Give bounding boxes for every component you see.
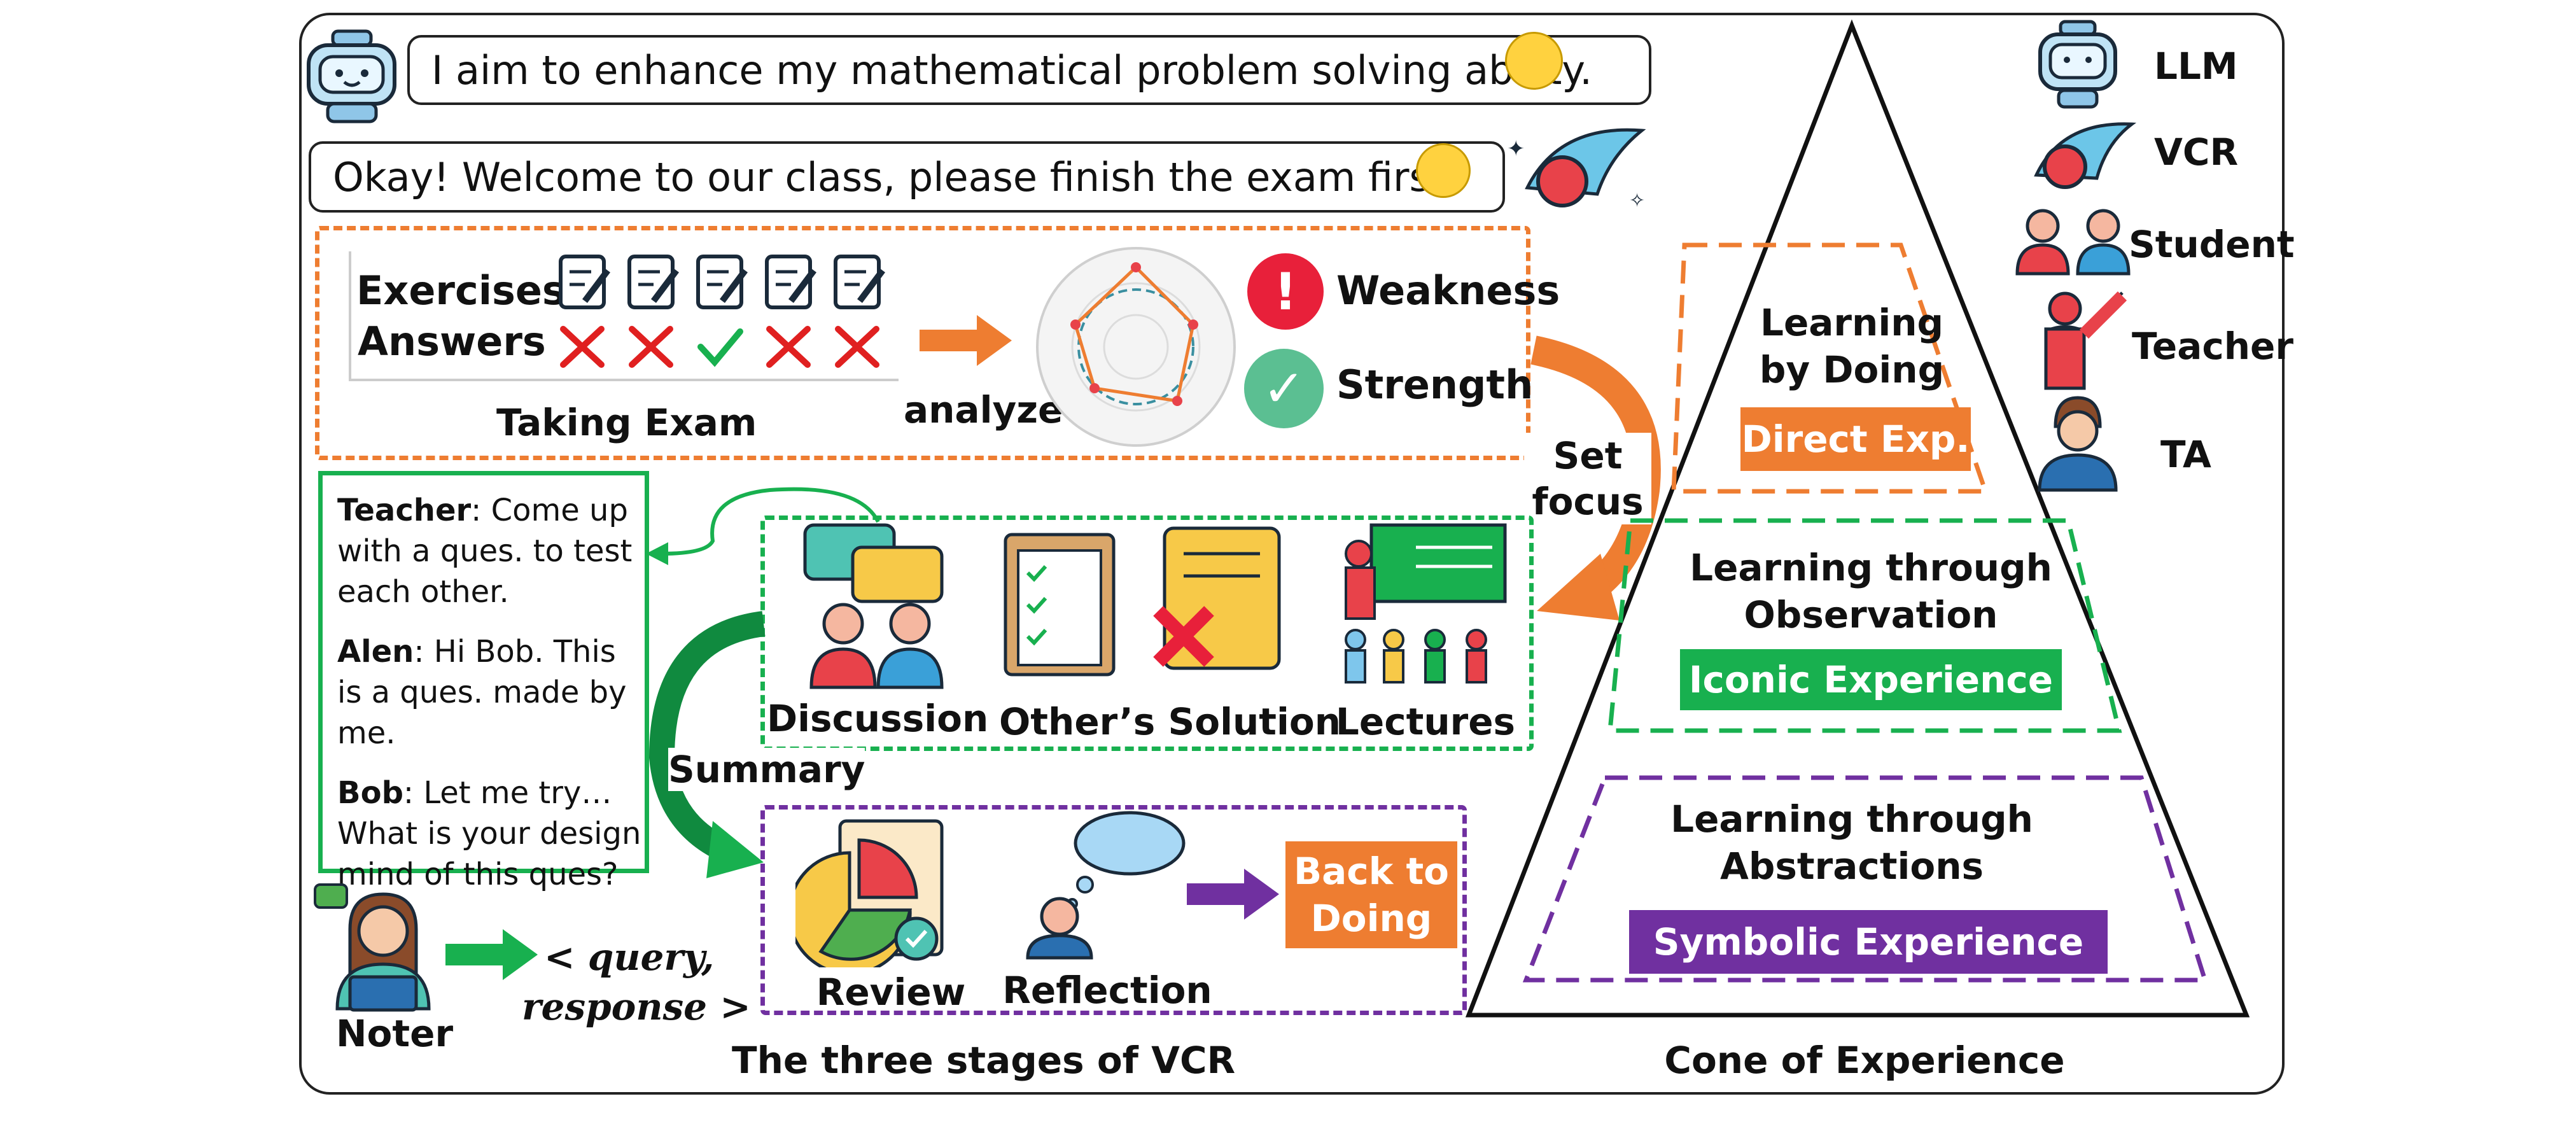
dialog-line-teacher: Teacher: Come up with a ques. to test ea… [337,490,649,612]
dialog-speaker: Bob [337,775,403,811]
legend-teacher-icon [2044,291,2127,390]
strength-check-icon: ✓ [1244,349,1324,428]
summary-arrow-icon [648,611,766,878]
analyze-arrow-icon [920,315,1012,366]
legend-student-label: Student [2129,223,2295,266]
pleading-emoji-icon [1505,32,1563,90]
cone-level-observation-title: Learning through Observation [1690,546,2052,636]
noter-avatar-icon [314,883,431,1012]
ai-message-text: Okay! Welcome to our class, please finis… [333,153,1458,200]
legend-student-icon [2015,209,2131,276]
grinning-emoji-icon [1416,143,1471,198]
analyze-label: analyze [904,388,1063,431]
dialog-line-bob: Bob: Let me try… What is your design min… [337,773,649,895]
svg-text:✧: ✧ [1629,190,1645,212]
review-icon [795,819,944,967]
dialog-box [318,471,649,873]
answer-wrong-mark [560,326,605,368]
robot-avatar-icon [307,29,396,123]
dialog-text: : Let me try… What is your design mind o… [337,775,641,892]
exercise-sheet-icon [834,255,885,309]
cone-level-observation-tag: Iconic Experience [1680,649,2062,710]
lectures-icon [1345,523,1507,684]
doing-stage-box [760,805,1467,1015]
dialog-speaker: Teacher [337,493,472,528]
noter-output-line2: response > [522,985,751,1028]
legend-llm-icon [2038,20,2117,109]
exam-stage-box [315,226,1530,460]
dialog-text: : Come up with a ques. to test each othe… [337,493,633,610]
answer-wrong-mark [835,326,879,368]
weakness-alert-icon: ! [1247,253,1324,330]
dialog-lines: Teacher: Come up with a ques. to test ea… [337,490,649,895]
reflection-icon [1026,811,1186,960]
dialog-text: : Hi Bob. This is a ques. made by me. [337,634,627,751]
exercises-label: Exercises [356,267,566,314]
legend-vcr-label: VCR [2154,130,2239,174]
cone-level-doing-title: Learning by Doing [1759,301,1945,391]
exam-sheet [349,251,899,381]
back-to-doing-arrow-icon [1187,869,1279,920]
answers-label: Answers [358,318,546,365]
cone-level-abstraction-tag: Symbolic Experience [1629,910,2108,974]
answer-wrong-mark [629,326,673,368]
user-message-bubble: I aim to enhance my mathematical problem… [407,35,1651,105]
exercise-sheet-icon [627,255,679,309]
answer-correct-mark [697,328,743,367]
review-label: Review [816,971,966,1014]
cone-level-doing-tag: Direct Exp. [1740,407,1971,471]
summary-label: Summary [668,748,865,791]
legend-vcr-icon [2034,122,2137,189]
others-solution-label: Other’s Solution [999,700,1341,743]
exercise-answer-marks [559,255,885,368]
stages-caption: The three stages of VCR [732,1039,1236,1082]
exercise-sheet-icon [696,255,748,309]
discussion-label: Discussion [767,697,989,740]
vcr-comet-icon: ✦ ✧ [1507,128,1646,212]
radar-chart-icon [1036,247,1236,447]
figure-frame [299,13,2285,1095]
lectures-label: Lectures [1335,700,1516,743]
back-to-doing-box: Back to Doing [1285,841,1457,948]
legend-ta-icon [2038,396,2118,492]
reflection-label: Reflection [1002,969,1212,1012]
exercise-sheet-icon [559,255,610,309]
cone-level-abstraction-title: Learning through Abstractions [1670,797,2033,888]
svg-text:✦: ✦ [1507,136,1525,162]
cone-triangle [1465,19,2250,1018]
user-message-text: I aim to enhance my mathematical problem… [431,46,1592,94]
noter-label: Noter [336,1012,454,1055]
noter-output-line1: < query, [544,936,715,979]
noter-arrow-icon [445,929,538,980]
discussion-icon [803,523,944,689]
dialog-line-alen: Alen: Hi Bob. This is a ques. made by me… [337,631,649,754]
others-solution-icon [1004,526,1281,677]
discussion-connector-arrow [646,487,880,565]
weakness-label: Weakness [1336,267,1560,314]
dialog-speaker: Alen [337,634,414,670]
exercise-sheet-icon [765,255,816,309]
ai-message-bubble: Okay! Welcome to our class, please finis… [309,141,1505,213]
strength-label: Strength [1336,361,1534,408]
legend-teacher-label: Teacher [2132,325,2293,368]
cone-caption: Cone of Experience [1664,1039,2065,1082]
taking-exam-caption: Taking Exam [496,401,757,444]
answer-wrong-mark [766,326,811,368]
set-focus-label: Set focus [1524,433,1651,524]
legend-ta-label: TA [2160,433,2211,476]
legend-llm-label: LLM [2154,45,2238,88]
